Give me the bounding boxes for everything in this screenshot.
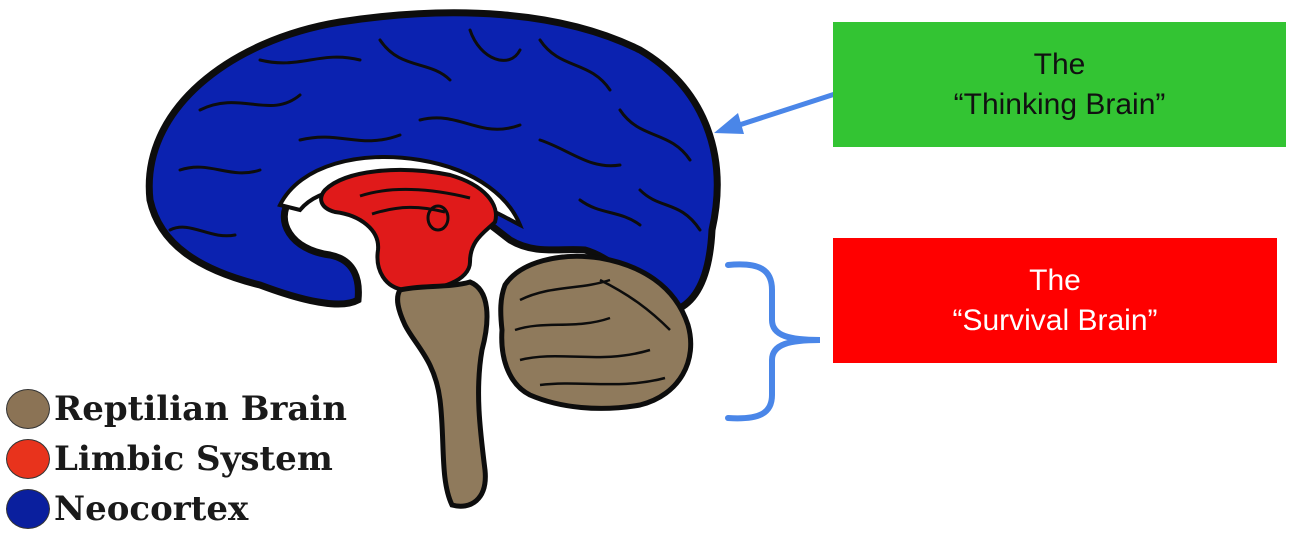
neocortex-swatch xyxy=(6,489,50,529)
limbic-swatch xyxy=(6,439,50,479)
legend-item-reptilian: Reptilian Brain xyxy=(6,388,347,430)
legend-label-reptilian: Reptilian Brain xyxy=(54,389,347,429)
survival-brain-line2: “Survival Brain” xyxy=(952,301,1157,341)
reptilian-swatch xyxy=(6,389,50,429)
brainstem-region xyxy=(398,282,487,506)
legend-label-neocortex: Neocortex xyxy=(54,489,248,529)
thinking-brain-line1: The xyxy=(1034,45,1086,85)
legend-item-neocortex: Neocortex xyxy=(6,488,248,530)
thinking-brain-callout: The “Thinking Brain” xyxy=(833,22,1286,147)
thinking-brain-line2: “Thinking Brain” xyxy=(954,85,1166,125)
survival-brain-callout: The “Survival Brain” xyxy=(833,238,1277,363)
survival-brain-bracket xyxy=(728,264,820,418)
thinking-brain-arrow xyxy=(730,94,835,128)
survival-brain-line1: The xyxy=(1029,261,1081,301)
legend-item-limbic: Limbic System xyxy=(6,438,333,480)
legend-label-limbic: Limbic System xyxy=(54,439,333,479)
thinking-brain-arrowhead xyxy=(714,113,744,134)
